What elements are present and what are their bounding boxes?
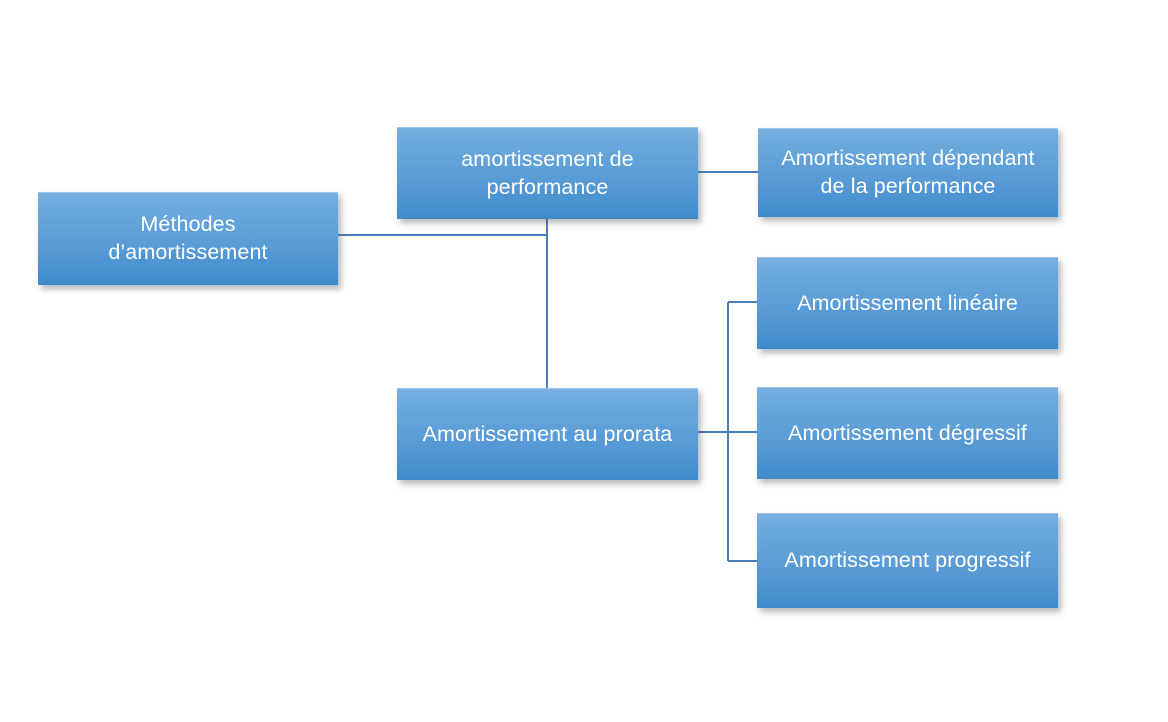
node-label: Amortissement dégressif xyxy=(788,420,1027,445)
node-amortissement-au-prorata[interactable]: Amortissement au prorata xyxy=(397,388,698,480)
node-amortissement-degressif[interactable]: Amortissement dégressif xyxy=(757,387,1058,479)
node-label: Méthodes d’amortissement xyxy=(108,212,268,264)
node-label: Amortissement dépendant de la performanc… xyxy=(781,146,1035,198)
node-amortissement-lineaire[interactable]: Amortissement linéaire xyxy=(757,257,1058,349)
node-label: amortissement de performance xyxy=(461,146,634,199)
node-amortissement-progressif[interactable]: Amortissement progressif xyxy=(757,513,1058,608)
node-amortissement-dependant-de-la-performance[interactable]: Amortissement dépendant de la performanc… xyxy=(758,128,1058,217)
node-methodes-damortissement[interactable]: Méthodes d’amortissement xyxy=(38,192,338,285)
node-label: Amortissement au prorata xyxy=(422,421,673,446)
node-label: Amortissement linéaire xyxy=(797,290,1018,315)
node-label: Amortissement progressif xyxy=(784,548,1031,573)
node-amortissement-de-performance[interactable]: amortissement de performance xyxy=(397,127,698,219)
